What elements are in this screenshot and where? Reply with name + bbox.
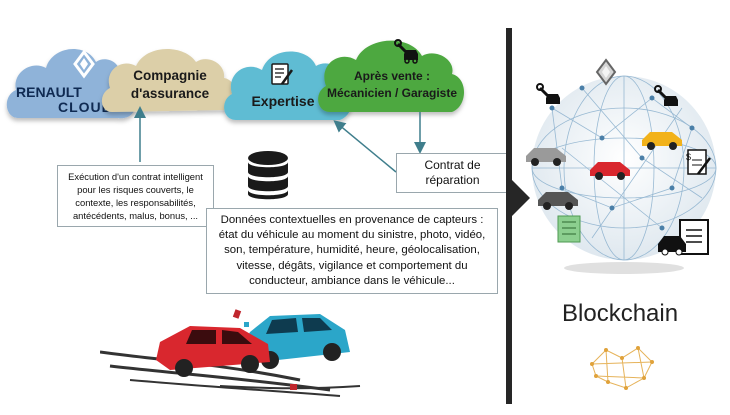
car-repair-icon <box>394 39 418 64</box>
yellow-car-icon <box>642 132 682 150</box>
expertise-cloud-label: Expertise <box>251 93 314 109</box>
document-sign-icon <box>271 63 294 85</box>
red-car <box>156 326 270 377</box>
crashed-cars-icon <box>100 309 361 397</box>
renault-logo-icon <box>73 49 95 79</box>
mini-network-icon <box>590 346 654 390</box>
arrow-to-expertise <box>333 120 397 173</box>
repair-contract-note: Contrat de réparation <box>396 153 509 193</box>
network-globe-icon: $ <box>526 58 717 274</box>
renault-cloud-line2: CLOUD <box>58 99 113 115</box>
gray-car-icon <box>526 148 566 166</box>
red-car-icon <box>590 162 630 180</box>
database-icon <box>248 151 288 200</box>
insurance-cloud-line2: d'assurance <box>131 86 210 101</box>
renault-cloud-line1: RENAULT <box>16 84 82 100</box>
arrows-layer <box>134 106 426 173</box>
blockchain-label: Blockchain <box>562 300 679 327</box>
insurance-cloud <box>101 48 236 112</box>
section-divider <box>506 28 512 404</box>
after-sales-cloud-line2: Mécanicien / Garagiste <box>327 86 457 100</box>
car-repair-icon <box>536 83 560 104</box>
money-contract-icon: $ <box>686 149 711 175</box>
after-sales-cloud-line1: Après vente : <box>354 69 430 83</box>
svg-text:$: $ <box>686 152 691 162</box>
sensor-data-note: Données contextuelles en provenance de c… <box>206 208 498 295</box>
money-list-icon <box>557 215 581 243</box>
clouds-layer: RENAULT CLOUD Compagnie d'assurance Expe… <box>6 39 464 120</box>
insurance-cloud-line1: Compagnie <box>133 68 207 83</box>
divider-pointer <box>512 180 530 216</box>
car-repair-icon <box>654 85 678 106</box>
smart-contract-note: Exécution d'un contrat intelligent pour … <box>57 165 214 227</box>
renault-logo-icon <box>595 58 617 86</box>
after-sales-cloud <box>318 40 464 112</box>
clipboard-car-icon <box>658 219 709 256</box>
dark-car-icon <box>538 192 578 210</box>
